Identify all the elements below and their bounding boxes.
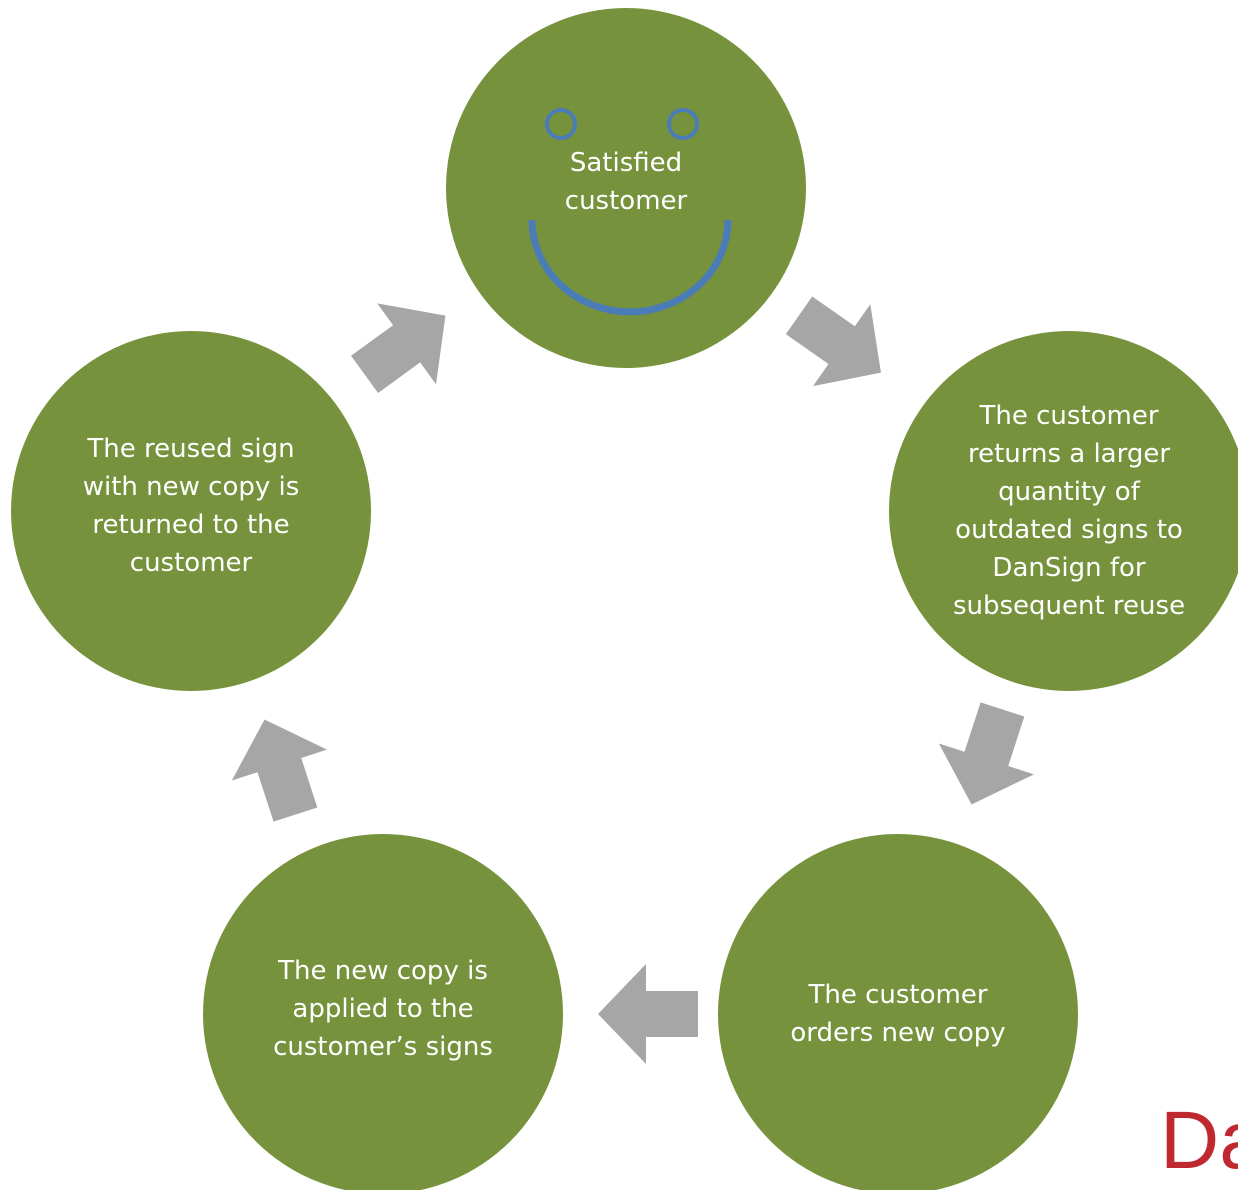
node-label: Satisfied customer (564, 148, 688, 216)
dansign-logo: Da (1160, 1095, 1238, 1186)
arrow-icon (770, 274, 909, 413)
node-label: The customer orders new copy (790, 980, 1006, 1048)
node-customer-orders-copy: The customer orders new copy (718, 834, 1078, 1190)
node-label: The customer returns a larger quantity o… (952, 401, 1186, 621)
arrow-icon (335, 275, 475, 415)
arrow-icon (924, 694, 1050, 820)
arrow-icon (217, 704, 343, 830)
node-satisfied-customer: Satisfied customer (446, 8, 806, 368)
node-customer-returns-signs: The customer returns a larger quantity o… (889, 331, 1238, 691)
node-copy-applied: The new copy is applied to the customer’… (203, 834, 563, 1190)
arrow-icon (598, 964, 698, 1064)
node-label: The reused sign with new copy is returne… (82, 434, 300, 578)
node-label: The new copy is applied to the customer’… (273, 956, 493, 1062)
node-sign-returned: The reused sign with new copy is returne… (11, 331, 371, 691)
